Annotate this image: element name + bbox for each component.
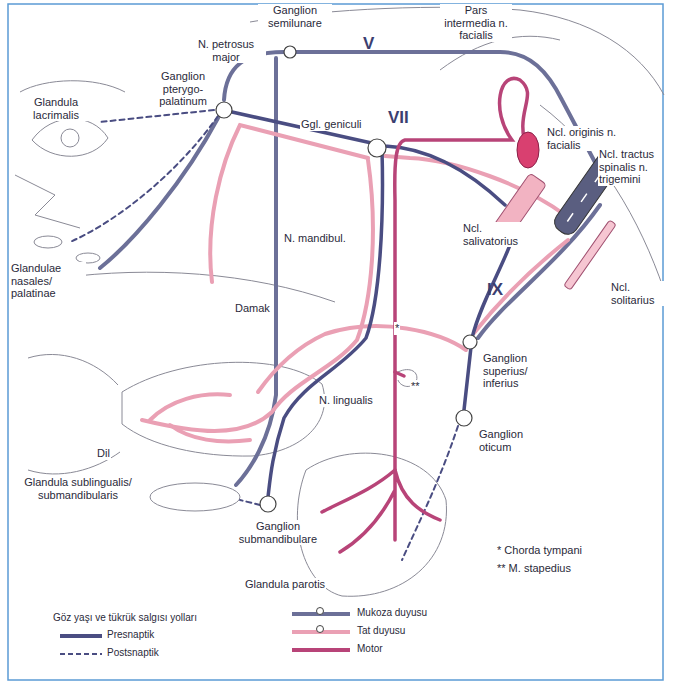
anatomy-label: ** M. stapedius bbox=[496, 562, 572, 575]
anatomy-label: Ganglion semilunare bbox=[258, 4, 332, 29]
anatomy-label: Glandula sublingualis/ submandibularis bbox=[20, 476, 136, 501]
legend-sample bbox=[290, 625, 352, 639]
anatomy-label: Ganglion superius/ inferius bbox=[482, 352, 556, 390]
anatomy-label: Ncl. salivatorius bbox=[462, 222, 524, 247]
anatomy-label: Damak bbox=[234, 302, 271, 315]
legend-text: Motor bbox=[356, 643, 384, 655]
anatomy-label: Glandula parotis bbox=[244, 578, 326, 591]
anatomy-label: Glandula lacrimalis bbox=[22, 96, 90, 121]
anatomy-label: ** bbox=[410, 380, 421, 393]
anatomy-label: Ncl. tractus spinalis n. trigemini bbox=[598, 148, 662, 186]
anatomy-label: N. lingualis bbox=[318, 394, 374, 407]
anatomy-label: Ganglion oticum bbox=[478, 428, 538, 453]
cranial-nerve-number: VII bbox=[387, 108, 410, 128]
anatomy-label: Ganglion submandibulare bbox=[232, 520, 324, 545]
legend-sample bbox=[290, 643, 352, 657]
cranial-nerve-number: V bbox=[362, 34, 375, 54]
anatomy-label: Ggl. geniculi bbox=[300, 118, 363, 131]
legend-text: Mukoza duyusu bbox=[356, 607, 428, 619]
cranial-nerve-number: IX bbox=[486, 280, 504, 300]
anatomy-label: * Chorda tympani bbox=[496, 544, 583, 557]
anatomy-label: N. petrosus major bbox=[186, 38, 266, 63]
anatomy-label: Dil bbox=[96, 447, 111, 460]
legend-text: Postsnaptik bbox=[106, 647, 160, 659]
legend-text: Presnaptik bbox=[106, 629, 155, 641]
anatomy-label: N. mandibul. bbox=[283, 232, 347, 245]
anatomy-label: Ganglion pterygo-palatinum bbox=[150, 70, 216, 108]
anatomy-label: Glandulae nasales/ palatinae bbox=[10, 262, 86, 300]
anatomy-label: Pars intermedia n. facialis bbox=[440, 4, 512, 42]
anatomy-label: Ncl. solitarius bbox=[610, 281, 666, 306]
legend-sample bbox=[290, 607, 352, 621]
anatomy-label: * bbox=[394, 322, 400, 335]
anatomy-label: Göz yaşı ve tükrük salgısı yolları bbox=[52, 612, 198, 624]
legend-text: Tat duyusu bbox=[356, 625, 406, 637]
